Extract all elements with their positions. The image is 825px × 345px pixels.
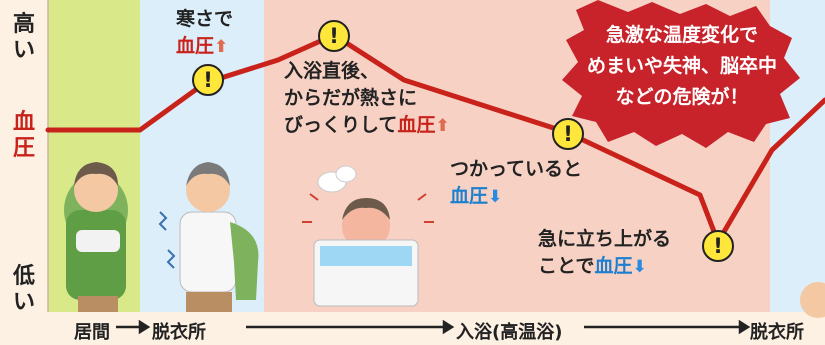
exclamation-icon-stand: !: [702, 230, 734, 262]
annotation-stand: 急に立ち上がる ことで血圧⬇: [538, 226, 671, 281]
warning-line1: 急激な温度変化で: [605, 24, 758, 46]
person-bath-illustration: [302, 165, 434, 307]
warning-line3: などの危険が！: [615, 86, 749, 108]
annotation-bath-line1: 入浴直後、: [284, 60, 380, 82]
annotation-stand-line1: 急に立ち上がる: [538, 228, 672, 250]
annotation-soak-highlight: 血圧: [450, 185, 489, 207]
annotation-cold-line1: 寒さで: [176, 8, 234, 30]
annotation-bath-highlight: 血圧: [397, 114, 436, 136]
blood-pressure-curve: [45, 32, 825, 245]
y-axis-title: 血圧: [12, 110, 35, 161]
exclamation-icon-cold: !: [192, 64, 224, 96]
exclamation-icon-soak: !: [552, 118, 584, 150]
arrow-down-icon: ⬇: [488, 187, 503, 207]
arrow-down-icon: ⬇: [632, 257, 647, 277]
warning-burst-shape: [562, 0, 800, 148]
annotation-bath: 入浴直後、 からだが熱さに びっくりして血圧⬆: [284, 58, 450, 140]
person-edge-illustration: [800, 282, 825, 318]
stage-label-dressing: 脱衣所: [152, 322, 206, 343]
exclamation-icon-bath: !: [318, 20, 350, 52]
annotation-soak-line1: つかっていると: [450, 158, 583, 180]
stage-label-bath: 入浴(高温浴): [456, 322, 563, 343]
timeline-arrows: [116, 319, 751, 335]
stage-label-dressing-return: 脱衣所: [750, 322, 804, 343]
y-axis-high-label: 高い: [12, 12, 35, 63]
annotation-bath-line3: びっくりして: [284, 114, 398, 136]
annotation-bath-line2: からだが熱さに: [284, 87, 418, 109]
annotation-cold: 寒さで 血圧⬆: [176, 6, 233, 61]
annotation-stand-highlight: 血圧: [594, 255, 633, 277]
arrow-up-icon: ⬆: [214, 37, 229, 57]
stage-label-living: 居間: [74, 322, 110, 343]
warning-burst: 急激な温度変化で めまいや失神、脳卒中 などの危険が！: [582, 20, 782, 113]
person-dressing-illustration: [158, 162, 259, 312]
annotation-stand-line2: ことで: [538, 255, 595, 277]
annotation-soak: つかっていると 血圧⬇: [450, 156, 582, 211]
person-living-illustration: [64, 162, 128, 312]
arrow-up-icon: ⬆: [435, 116, 450, 136]
warning-line2: めまいや失神、脳卒中: [586, 55, 777, 77]
y-axis-low-label: 低い: [12, 264, 35, 315]
annotation-cold-highlight: 血圧: [176, 35, 215, 57]
